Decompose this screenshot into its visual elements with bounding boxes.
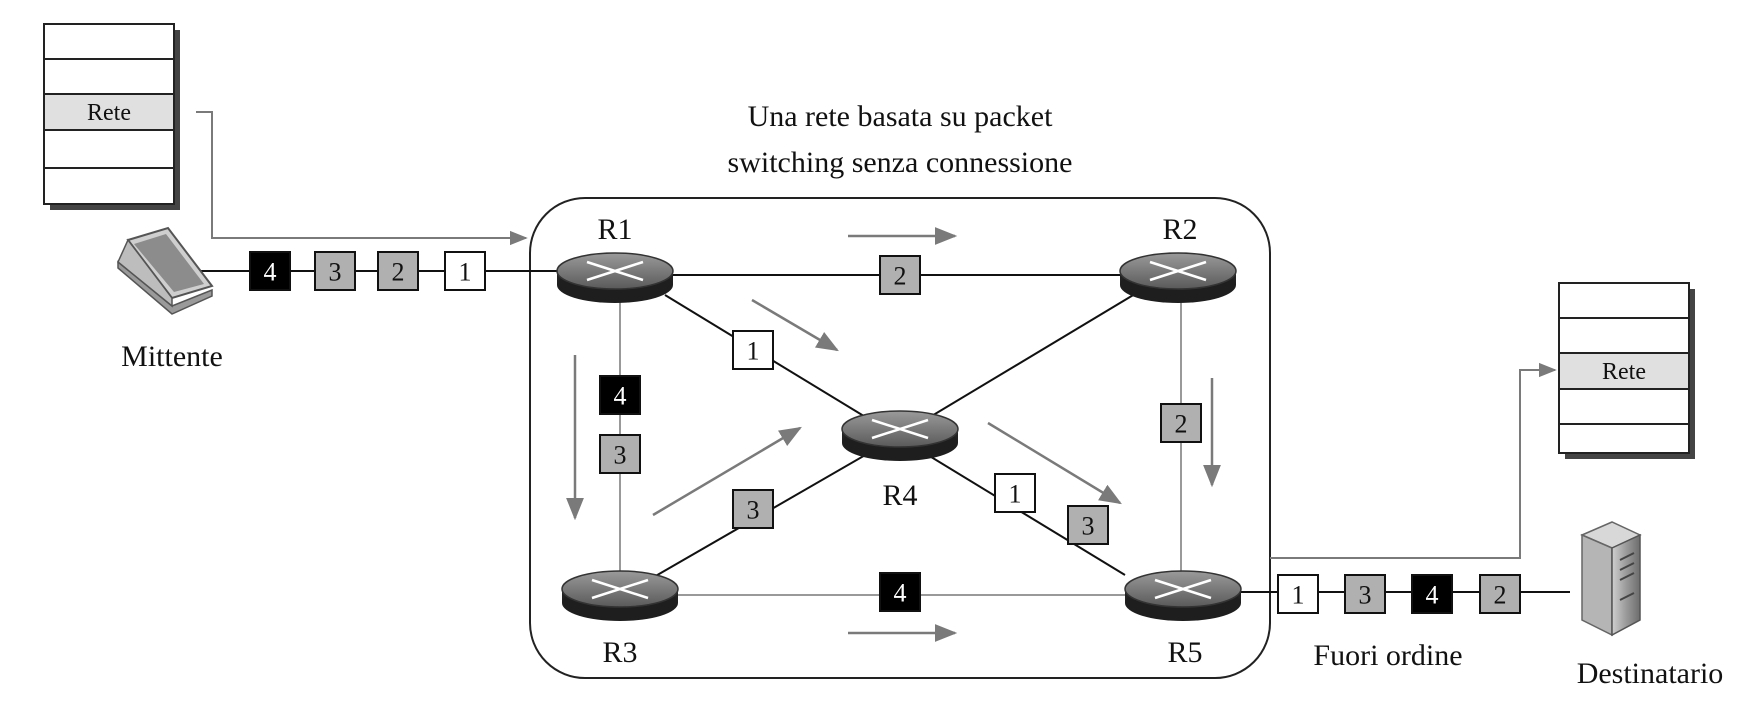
router-icon [841,410,959,461]
router-icon [556,252,674,303]
packet-r1-r4: 1 [732,330,774,370]
router-label-r3: R3 [602,636,637,669]
network-title-line2: switching senza connessione [728,146,1073,179]
packet-number: 1 [459,258,472,287]
packet-r1-r3-top: 4 [599,375,641,415]
packet-r2-r5: 2 [1160,403,1202,443]
router-icon [1119,252,1237,303]
packet-r3-r5: 4 [879,572,921,612]
receiver-stack-connector [1270,362,1557,559]
packet-number: 2 [1175,410,1188,439]
packet-number: 4 [264,258,277,287]
packet-number: 2 [1494,581,1507,610]
outgoing-packet: 3 [314,251,356,291]
packet-number: 1 [1292,581,1305,610]
incoming-packet: 2 [1479,574,1521,614]
packet-r4-r5-b: 3 [1067,505,1109,545]
router-icon [561,570,679,621]
router-label-r1: R1 [597,213,632,246]
packet-number: 4 [894,579,907,608]
network-title-line1: Una rete basata su packet [748,100,1054,133]
receiver-protocol-stack: Rete [1558,282,1695,459]
out-of-order-label: Fuori ordine [1313,639,1462,672]
packet-r4-r5-a: 1 [994,473,1036,513]
direction-arrows [566,227,1221,642]
packet-number: 1 [747,337,760,366]
packet-number: 4 [614,382,627,411]
router-icon [1124,570,1242,621]
packet-r3-r4: 3 [732,489,774,529]
packet-number: 3 [329,258,342,287]
packet-number: 3 [614,441,627,470]
packet-number: 3 [1359,581,1372,610]
incoming-packet: 4 [1411,574,1453,614]
router-label-r5: R5 [1167,636,1202,669]
packet-number: 2 [894,262,907,291]
receiver-label: Destinatario [1577,657,1724,690]
packet-r1-r3-bottom: 3 [599,434,641,474]
incoming-packet: 1 [1277,574,1319,614]
sender-protocol-stack: Rete [43,23,180,210]
server-icon [1580,521,1642,637]
receiver-layer-label: Rete [1602,359,1646,385]
packet-number: 2 [392,258,405,287]
network-boundary [529,197,1271,679]
router-label-r2: R2 [1162,213,1197,246]
router-label-r4: R4 [882,479,917,512]
sender-layer-label: Rete [87,100,131,126]
sender-stack-connector [196,111,528,246]
packet-number: 1 [1009,480,1022,509]
incoming-packet: 3 [1344,574,1386,614]
outgoing-packet: 4 [249,251,291,291]
sender-label: Mittente [121,340,223,373]
packet-number: 3 [1082,512,1095,541]
outgoing-packet: 2 [377,251,419,291]
packet-number: 4 [1426,581,1439,610]
laptop-icon [117,226,214,315]
packet-number: 3 [747,496,760,525]
packet-r1-r2: 2 [879,255,921,295]
outgoing-packet: 1 [444,251,486,291]
